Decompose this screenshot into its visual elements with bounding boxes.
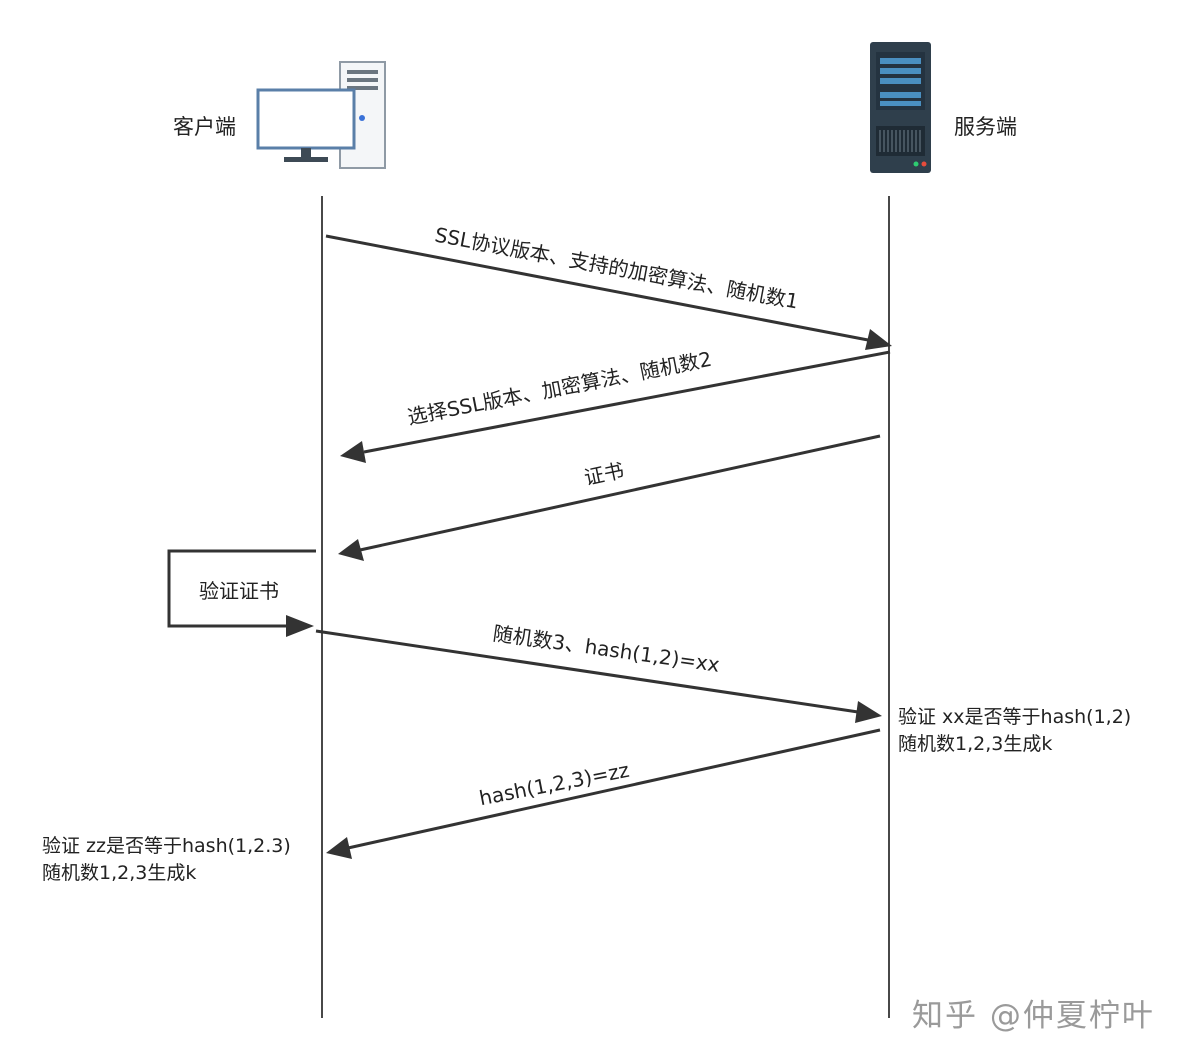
self-check-bracket xyxy=(167,549,316,628)
client-label: 客户端 xyxy=(173,115,236,139)
server-note: 验证 xx是否等于hash(1,2) 随机数1,2,3生成k xyxy=(898,704,1131,758)
server-label: 服务端 xyxy=(954,115,1017,139)
server-note-line-2: 随机数1,2,3生成k xyxy=(898,733,1053,755)
arrowhead-4 xyxy=(286,615,314,637)
arrowhead-3 xyxy=(338,539,364,561)
message-arrow-5 xyxy=(315,629,859,714)
server-note-line-1: 验证 xx是否等于hash(1,2) xyxy=(898,706,1132,728)
arrowhead-6 xyxy=(326,837,352,859)
client-note-line-2: 随机数1,2,3生成k xyxy=(42,862,197,884)
watermark: 知乎 @仲夏柠叶 xyxy=(912,998,1155,1034)
message-arrow-6 xyxy=(347,728,881,850)
arrowhead-2 xyxy=(340,441,366,463)
arrowhead-1 xyxy=(865,329,892,350)
message-arrow-3 xyxy=(359,434,881,552)
arrowhead-5 xyxy=(855,701,882,723)
desktop-computer-icon xyxy=(256,61,386,169)
message-arrow-2 xyxy=(363,350,891,454)
client-note-line-1: 验证 zz是否等于hash(1,2.3) xyxy=(42,835,291,857)
client-note: 验证 zz是否等于hash(1,2.3) 随机数1,2,3生成k xyxy=(42,833,291,887)
message-label-4: 验证证书 xyxy=(199,579,279,603)
server-rack-icon xyxy=(870,42,931,173)
message-arrow-1 xyxy=(325,234,869,342)
